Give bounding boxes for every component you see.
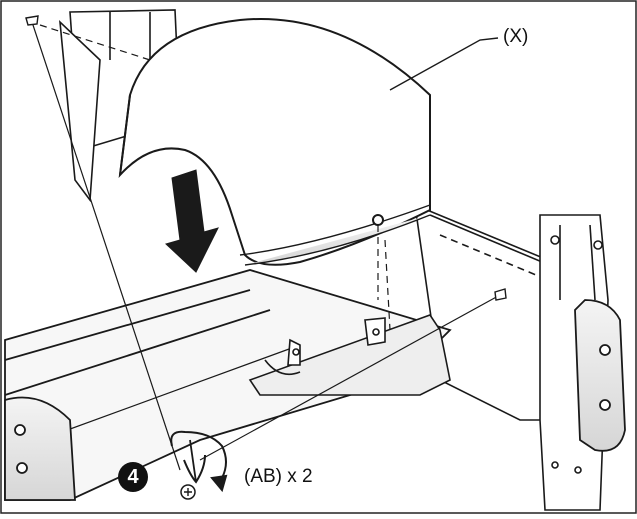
arrow-down-icon	[165, 169, 219, 273]
screwdriver-rotate-icon	[170, 430, 228, 500]
cover-part-x	[118, 18, 431, 266]
screw-instruction-label: (AB) x 2	[244, 466, 313, 487]
screw-guide-lines	[31, 21, 501, 471]
mounting-bracket	[248, 314, 451, 396]
part-label-x: (X)	[503, 26, 529, 47]
alignment-lines	[39, 24, 391, 331]
step-number-badge: 4	[118, 462, 148, 492]
screw-icon	[25, 15, 507, 301]
main-beam	[4, 269, 452, 501]
right-end-cap	[574, 299, 626, 452]
